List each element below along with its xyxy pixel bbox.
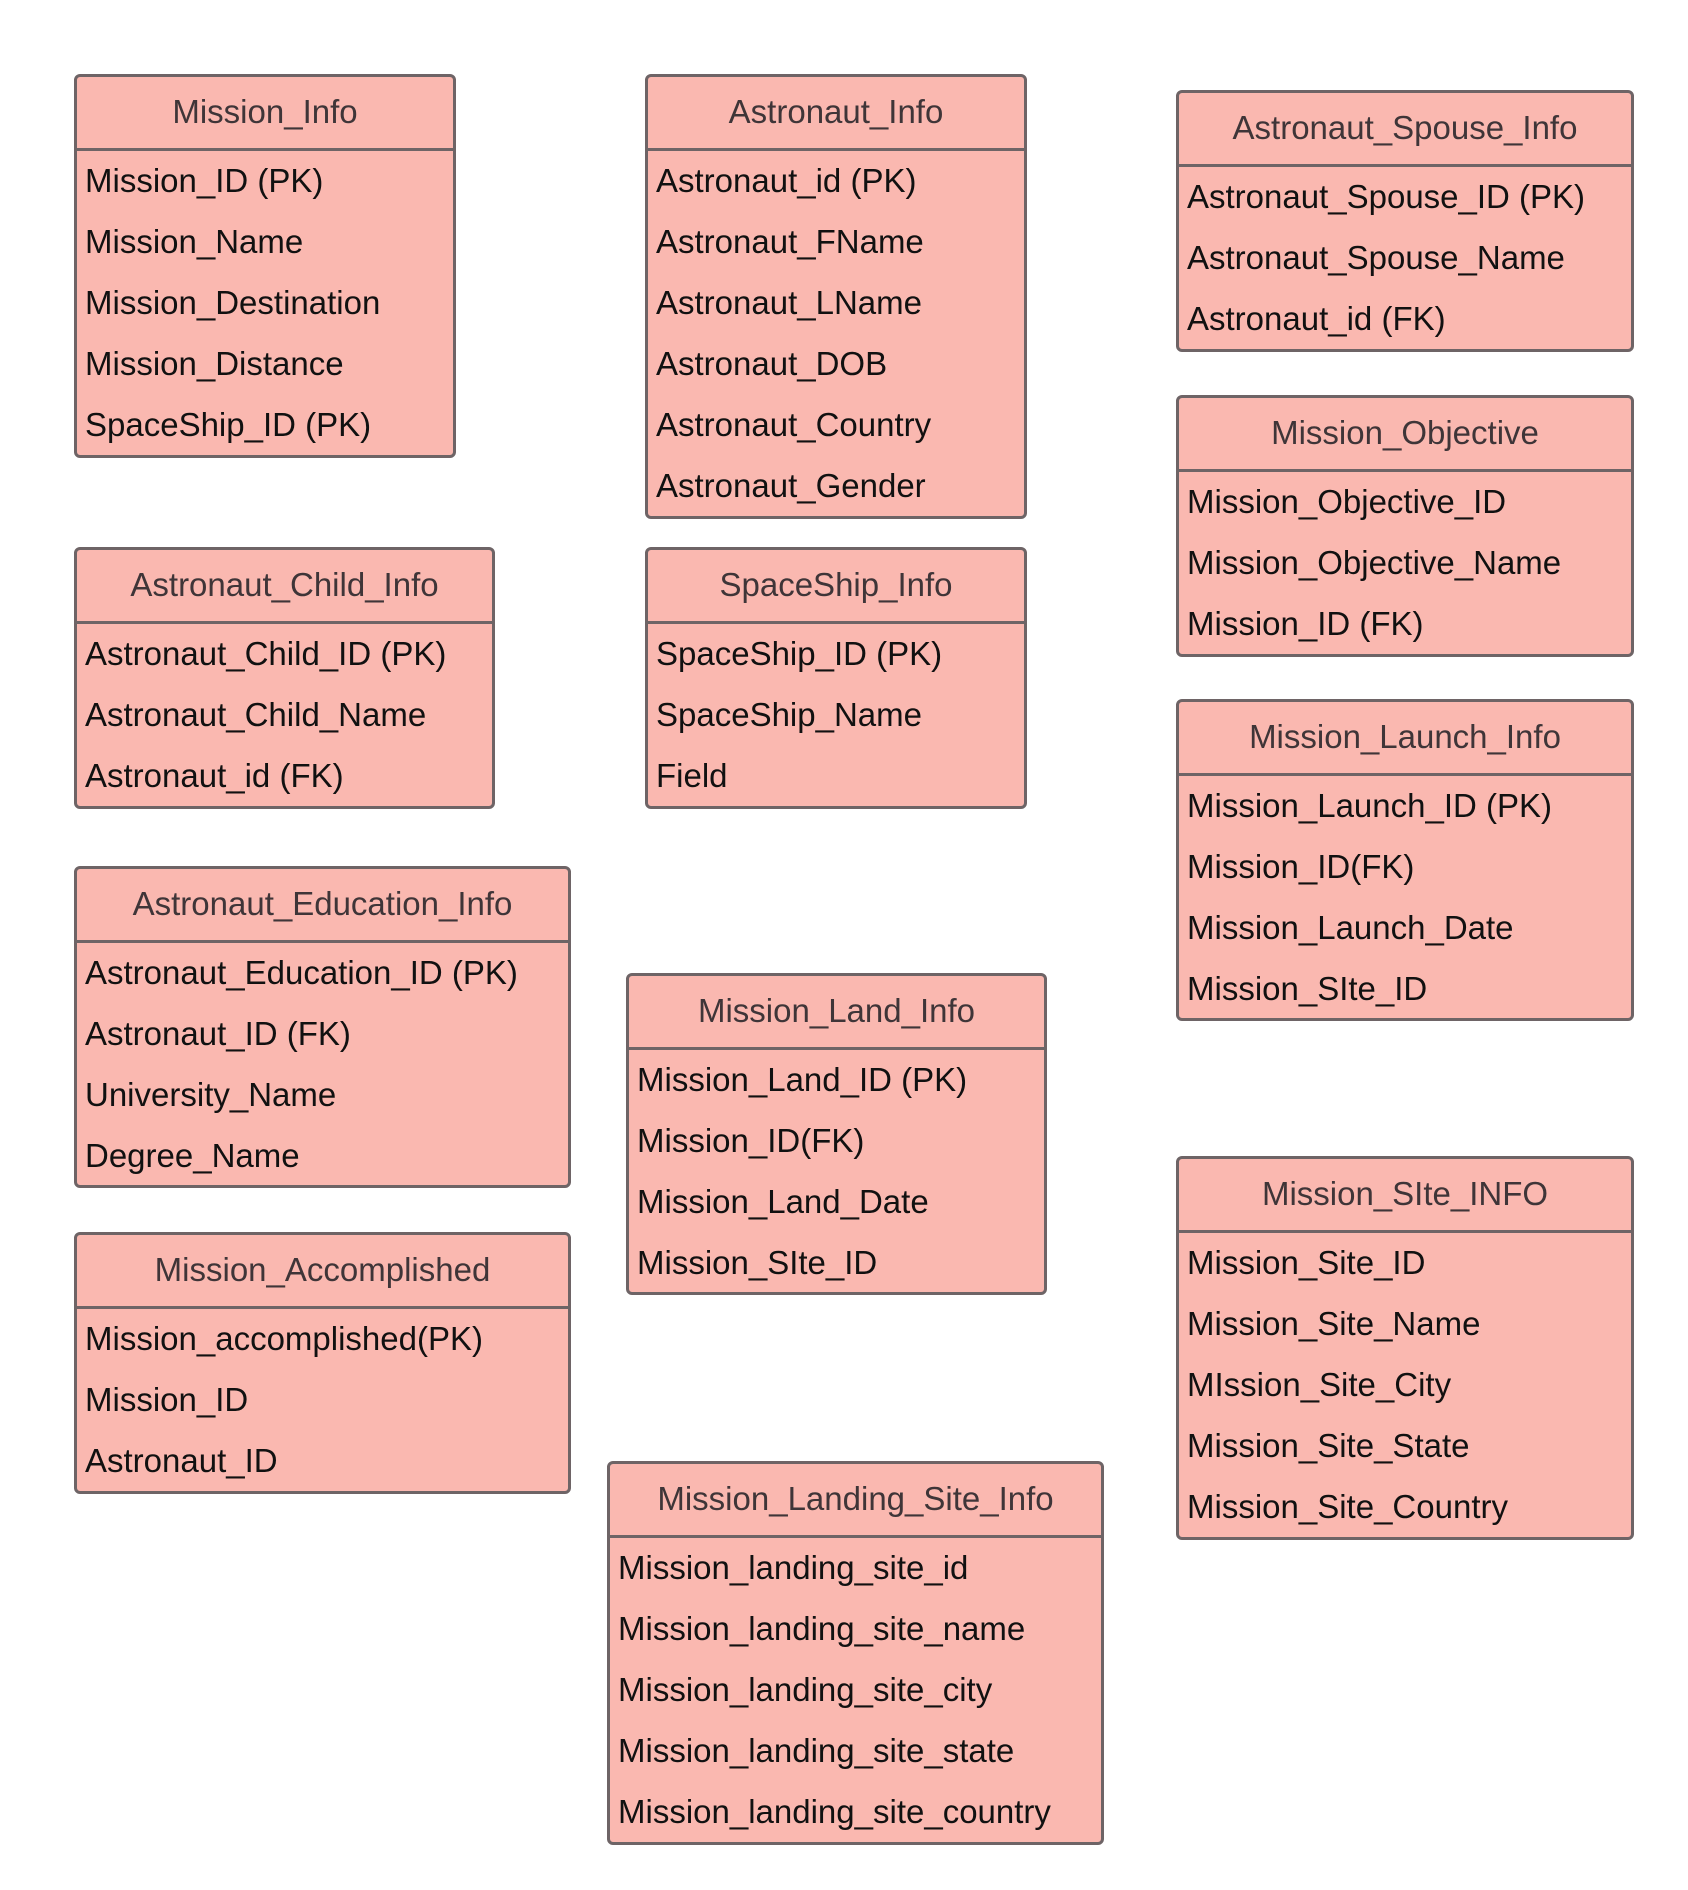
entity-field: Mission_Launch_Date [1187, 909, 1514, 946]
entity-field: Astronaut_Education_ID (PK) [85, 954, 518, 991]
entity-mission-site-info[interactable]: Mission_SIte_INFO Mission_Site_ID Missio… [1176, 1156, 1634, 1540]
entity-field: Mission_Name [85, 223, 304, 260]
entity-title: Mission_Landing_Site_Info [610, 1464, 1101, 1538]
entity-field: MIssion_Site_City [1187, 1366, 1452, 1403]
entity-field: Astronaut_Child_ID (PK) [85, 635, 447, 672]
entity-field: Astronaut_FName [656, 223, 924, 260]
entity-mission-accomplished[interactable]: Mission_Accomplished Mission_accomplishe… [74, 1232, 571, 1494]
entity-field: Astronaut_Child_Name [85, 696, 427, 733]
entity-field-list: Mission_Objective_ID Mission_Objective_N… [1179, 472, 1631, 654]
entity-field: Mission_ID (FK) [1187, 605, 1424, 642]
entity-field: Mission_ID [85, 1381, 249, 1418]
entity-field: Mission_ID(FK) [637, 1122, 865, 1159]
entity-title: Astronaut_Child_Info [77, 550, 492, 624]
entity-field: Astronaut_Country [656, 406, 932, 443]
entity-field: Degree_Name [85, 1137, 300, 1174]
entity-field: Mission_SIte_ID [637, 1244, 878, 1281]
entity-field-list: Mission_Launch_ID (PK) Mission_ID(FK) Mi… [1179, 776, 1631, 1018]
entity-field: Mission_Land_ID (PK) [637, 1061, 968, 1098]
entity-field: Mission_Destination [85, 284, 381, 321]
entity-spaceship-info[interactable]: SpaceShip_Info SpaceShip_ID (PK) SpaceSh… [645, 547, 1027, 809]
entity-mission-land-info[interactable]: Mission_Land_Info Mission_Land_ID (PK) M… [626, 973, 1047, 1295]
entity-title: Mission_Launch_Info [1179, 702, 1631, 776]
entity-field-list: Mission_Site_ID Mission_Site_Name MIssio… [1179, 1233, 1631, 1537]
entity-field: Astronaut_id (FK) [85, 757, 344, 794]
entity-field: Mission_landing_site_country [618, 1793, 1051, 1830]
entity-astronaut-info[interactable]: Astronaut_Info Astronaut_id (PK) Astrona… [645, 74, 1027, 519]
entity-field: SpaceShip_ID (PK) [85, 406, 372, 443]
entity-field: Astronaut_Gender [656, 467, 926, 504]
entity-field: Astronaut_DOB [656, 345, 888, 382]
entity-field: University_Name [85, 1076, 337, 1113]
entity-field: Mission_Launch_ID (PK) [1187, 787, 1552, 824]
entity-field: SpaceShip_ID (PK) [656, 635, 943, 672]
entity-field: Mission_Site_ID [1187, 1244, 1426, 1281]
entity-field: Mission_Objective_ID [1187, 483, 1507, 520]
entity-field: Mission_accomplished(PK) [85, 1320, 483, 1357]
entity-field-list: Mission_landing_site_id Mission_landing_… [610, 1538, 1101, 1842]
entity-field: Mission_landing_site_state [618, 1732, 1015, 1769]
entity-title: Astronaut_Education_Info [77, 869, 568, 943]
entity-field: Astronaut_Spouse_Name [1187, 239, 1565, 276]
entity-field: SpaceShip_Name [656, 696, 922, 733]
entity-field: Mission_ID (PK) [85, 162, 324, 199]
entity-field: Mission_Land_Date [637, 1183, 929, 1220]
entity-field: Mission_Site_Country [1187, 1488, 1508, 1525]
entity-field: Astronaut_LName [656, 284, 922, 321]
entity-mission-objective[interactable]: Mission_Objective Mission_Objective_ID M… [1176, 395, 1634, 657]
entity-field: Mission_landing_site_id [618, 1549, 969, 1586]
entity-field: Mission_landing_site_city [618, 1671, 993, 1708]
entity-field-list: Mission_Land_ID (PK) Mission_ID(FK) Miss… [629, 1050, 1044, 1292]
entity-field: Field [656, 757, 728, 794]
entity-field: Mission_Objective_Name [1187, 544, 1562, 581]
entity-field: Astronaut_ID (FK) [85, 1015, 351, 1052]
entity-field-list: Astronaut_Education_ID (PK) Astronaut_ID… [77, 943, 568, 1185]
entity-field-list: Astronaut_id (PK) Astronaut_FName Astron… [648, 151, 1024, 516]
entity-title: SpaceShip_Info [648, 550, 1024, 624]
entity-title: Mission_Accomplished [77, 1235, 568, 1309]
entity-title: Mission_Info [77, 77, 453, 151]
entity-field-list: Mission_accomplished(PK) Mission_ID Astr… [77, 1309, 568, 1491]
entity-title: Mission_Objective [1179, 398, 1631, 472]
entity-title: Mission_SIte_INFO [1179, 1159, 1631, 1233]
entity-astronaut-spouse-info[interactable]: Astronaut_Spouse_Info Astronaut_Spouse_I… [1176, 90, 1634, 352]
entity-field-list: SpaceShip_ID (PK) SpaceShip_Name Field [648, 624, 1024, 806]
entity-field: Mission_Site_State [1187, 1427, 1470, 1464]
entity-title: Mission_Land_Info [629, 976, 1044, 1050]
entity-field: Mission_SIte_ID [1187, 970, 1428, 1007]
entity-astronaut-child-info[interactable]: Astronaut_Child_Info Astronaut_Child_ID … [74, 547, 495, 809]
entity-mission-info[interactable]: Mission_Info Mission_ID (PK) Mission_Nam… [74, 74, 456, 458]
entity-field-list: Astronaut_Child_ID (PK) Astronaut_Child_… [77, 624, 492, 806]
entity-field-list: Astronaut_Spouse_ID (PK) Astronaut_Spous… [1179, 167, 1631, 349]
entity-astronaut-education-info[interactable]: Astronaut_Education_Info Astronaut_Educa… [74, 866, 571, 1188]
entity-mission-launch-info[interactable]: Mission_Launch_Info Mission_Launch_ID (P… [1176, 699, 1634, 1021]
entity-field: Astronaut_id (PK) [656, 162, 917, 199]
entity-title: Astronaut_Info [648, 77, 1024, 151]
entity-field: Mission_landing_site_name [618, 1610, 1026, 1647]
entity-field: Astronaut_id (FK) [1187, 300, 1446, 337]
entity-mission-landing-site-info[interactable]: Mission_Landing_Site_Info Mission_landin… [607, 1461, 1104, 1845]
entity-field: Astronaut_ID [85, 1442, 278, 1479]
entity-field-list: Mission_ID (PK) Mission_Name Mission_Des… [77, 151, 453, 455]
entity-field: Mission_Site_Name [1187, 1305, 1481, 1342]
entity-field: Mission_ID(FK) [1187, 848, 1415, 885]
entity-field: Astronaut_Spouse_ID (PK) [1187, 178, 1586, 215]
entity-title: Astronaut_Spouse_Info [1179, 93, 1631, 167]
entity-field: Mission_Distance [85, 345, 344, 382]
